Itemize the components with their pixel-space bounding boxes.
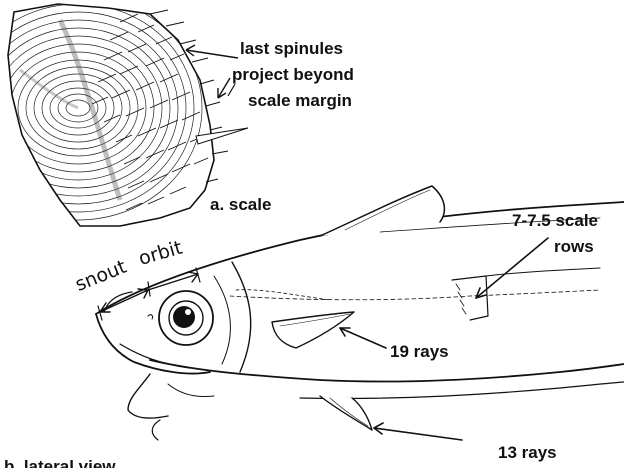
label-last-spinules: last spinules — [240, 40, 343, 57]
label-scale-margin: scale margin — [248, 92, 352, 109]
label-scale-rows-line1: 7-7.5 scale — [512, 212, 598, 229]
label-lateral-view: b. lateral view — [4, 458, 116, 468]
label-scale-rows-line2: rows — [554, 238, 594, 255]
label-scale: a. scale — [210, 196, 271, 213]
label-19-rays: 19 rays — [390, 343, 449, 360]
scale-drawing — [0, 0, 248, 226]
label-13-rays: 13 rays — [498, 444, 557, 461]
label-project-beyond: project beyond — [232, 66, 354, 83]
